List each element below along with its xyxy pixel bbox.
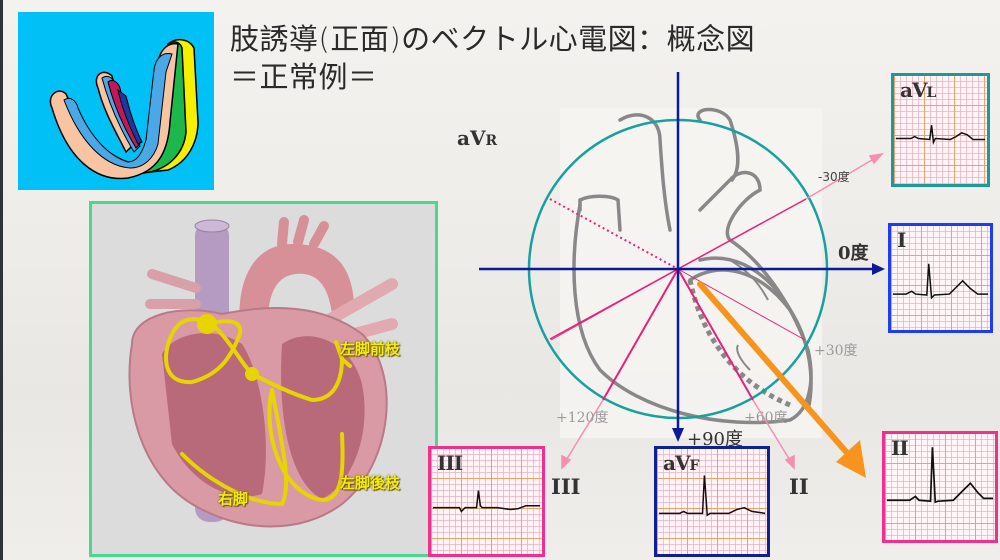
lead-axis-III-line xyxy=(602,268,679,401)
ecg-label-I: I xyxy=(897,228,906,252)
ecg-trace-II xyxy=(886,447,994,504)
label-plus30-deg: +30度 xyxy=(814,343,858,359)
reference-circle xyxy=(527,118,829,420)
label-right-bundle-branch: 右脚 xyxy=(218,490,249,508)
heart-tube-drawing xyxy=(49,38,199,180)
ecg-trace-aVL xyxy=(895,125,986,145)
lead-axis-minus150-line xyxy=(550,268,679,341)
heart-outline-drawing xyxy=(572,107,813,425)
lead-axis-plus30-line xyxy=(677,268,806,341)
label-left-posterior-fascicle: 左脚後枝 xyxy=(340,474,401,492)
label-plus60-deg: +60度 xyxy=(744,410,788,426)
ecg-trace-I xyxy=(892,263,989,300)
title-line-2: ＝正常例＝ xyxy=(230,60,378,94)
ecg-panel-III: III xyxy=(428,446,545,557)
ecg-trace-III xyxy=(432,490,541,513)
label-plus90-deg: +90度 xyxy=(687,429,743,450)
ecg-label-III: III xyxy=(437,451,463,475)
lead-axis-aVL-line xyxy=(549,198,807,340)
label-minus30-deg: -30度 xyxy=(818,170,850,184)
lead-axis-II-line xyxy=(677,268,754,401)
lead-axis-aVR-line xyxy=(549,198,679,270)
ecg-panel-I: I xyxy=(888,223,993,333)
label-0-deg: 0度 xyxy=(838,243,869,264)
anatomical-heart-drawing xyxy=(128,215,398,528)
slide-title: 肢誘導(正面)のベクトル心電図：概念図 ＝正常例＝ xyxy=(230,20,755,96)
ecg-label-II: II xyxy=(891,436,909,460)
ecg-panel-aVF: aVF xyxy=(654,446,770,557)
ecg-panel-II: II xyxy=(882,431,998,543)
left-edge-strip xyxy=(0,0,3,560)
label-aVR: aVR xyxy=(457,126,498,150)
conduction-system-illustration: 左脚前枝 左脚後枝 右脚 xyxy=(89,201,438,557)
embryo-heart-illustration xyxy=(18,12,214,190)
label-lead-II: II xyxy=(789,474,809,499)
ecg-label-aVF: aVF xyxy=(663,451,699,475)
ecg-label-aVL: aVL xyxy=(900,78,936,102)
ecg-trace-aVF xyxy=(658,475,766,517)
label-plus120-deg: +120度 xyxy=(556,410,609,426)
label-left-anterior-fascicle: 左脚前枝 xyxy=(340,340,401,358)
label-lead-III: III xyxy=(551,474,581,499)
title-line-1: 肢誘導(正面)のベクトル心電図：概念図 xyxy=(230,22,756,56)
ecg-panel-aVL: aVL xyxy=(891,73,990,187)
